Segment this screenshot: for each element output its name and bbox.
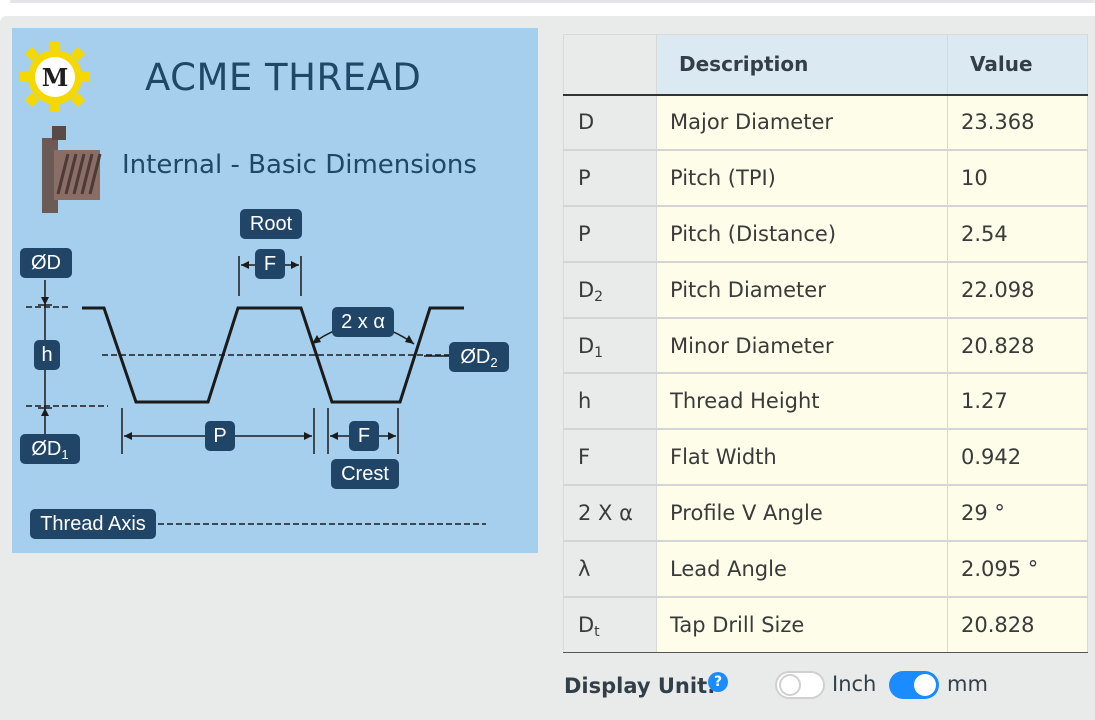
mm-label: mm [947,672,988,696]
row-value: 10 [947,149,1088,207]
row-description: Tap Drill Size [656,595,948,653]
row-value: 0.942 [947,428,1088,486]
row-symbol-subscript: 1 [594,344,604,361]
row-value: 20.828 [947,595,1088,653]
help-icon[interactable]: ? [708,672,728,692]
row-symbol-main: D [578,333,595,358]
od1-tag: ØD1 [20,434,80,464]
od-tag: ØD [20,248,72,278]
header-description: Description [656,34,948,96]
row-value: 2.54 [947,205,1088,263]
root-f-tag: F [255,249,285,279]
row-symbol: P [563,205,657,263]
row-symbol-subscript: t [594,623,600,640]
row-description: Minor Diameter [656,316,948,374]
thread-nut-icon [42,126,102,213]
table-row: P Pitch (Distance)2.54 [563,205,1088,263]
row-description: Pitch Diameter [656,260,948,319]
row-value: 22.098 [947,260,1088,319]
table-row: P Pitch (TPI)10 [563,149,1088,207]
display-unit-label: Display Unit: [564,674,716,698]
root-tag: Root [240,209,302,239]
row-symbol: D [563,93,657,151]
row-symbol: Dt [563,595,657,653]
od1-main: ØD [31,438,62,460]
crest-f-tag: F [349,421,379,451]
row-symbol: h [563,372,657,430]
mm-toggle[interactable] [889,671,939,699]
inch-label: Inch [832,672,877,696]
diagram-title: ACME THREAD [145,56,422,99]
logo-icon: M [20,42,90,112]
header-value: Value [947,34,1088,96]
row-symbol: 2 X α [563,484,657,542]
row-value: 29 ° [947,484,1088,542]
h-tag: h [34,340,60,370]
od2-sub: 2 [490,355,498,370]
inch-toggle-knob [779,674,801,696]
row-value: 2.095 ° [947,539,1088,598]
diagram-subtitle: Internal - Basic Dimensions [122,150,477,180]
row-symbol-main: λ [578,556,591,581]
row-description: Lead Angle [656,539,948,598]
row-value: 23.368 [947,93,1088,151]
thread-diagram: M [12,28,538,553]
thread-profile-drawing: M [20,42,486,525]
row-symbol: D1 [563,316,657,374]
od1-sub: 1 [61,447,69,462]
od2-main: ØD [460,346,491,368]
angle-tag: 2 x α [332,307,394,337]
row-value: 20.828 [947,316,1088,374]
row-symbol: F [563,428,657,486]
row-symbol-main: P [578,221,591,246]
row-symbol-main: D [578,277,595,302]
row-value: 1.27 [947,372,1088,430]
row-description: Major Diameter [656,93,948,151]
row-symbol-main: h [578,389,592,414]
row-description: Profile V Angle [656,484,948,542]
thread-axis-tag: Thread Axis [30,509,156,539]
logo-letter: M [42,63,69,92]
row-symbol-main: P [578,166,591,191]
table-header-row: Description Value [563,34,1088,96]
row-description: Flat Width [656,428,948,486]
crest-tag: Crest [331,459,399,489]
mm-toggle-knob [914,674,936,696]
row-symbol-main: 2 X α [578,500,633,525]
row-description: Pitch (Distance) [656,205,948,263]
inch-toggle[interactable] [775,671,825,699]
row-symbol-main: D [578,612,595,637]
row-symbol-main: D [578,110,595,135]
header-symbol [563,34,657,96]
p-tag: P [205,421,235,451]
od2-tag: ØD2 [449,342,509,372]
row-description: Pitch (TPI) [656,149,948,207]
row-symbol-subscript: 2 [594,288,604,305]
row-symbol: D2 [563,260,657,319]
row-symbol: P [563,149,657,207]
row-description: Thread Height [656,372,948,430]
row-symbol-main: F [578,445,591,470]
top-divider [10,0,1095,3]
top-bar [0,0,1095,16]
row-symbol: λ [563,539,657,598]
